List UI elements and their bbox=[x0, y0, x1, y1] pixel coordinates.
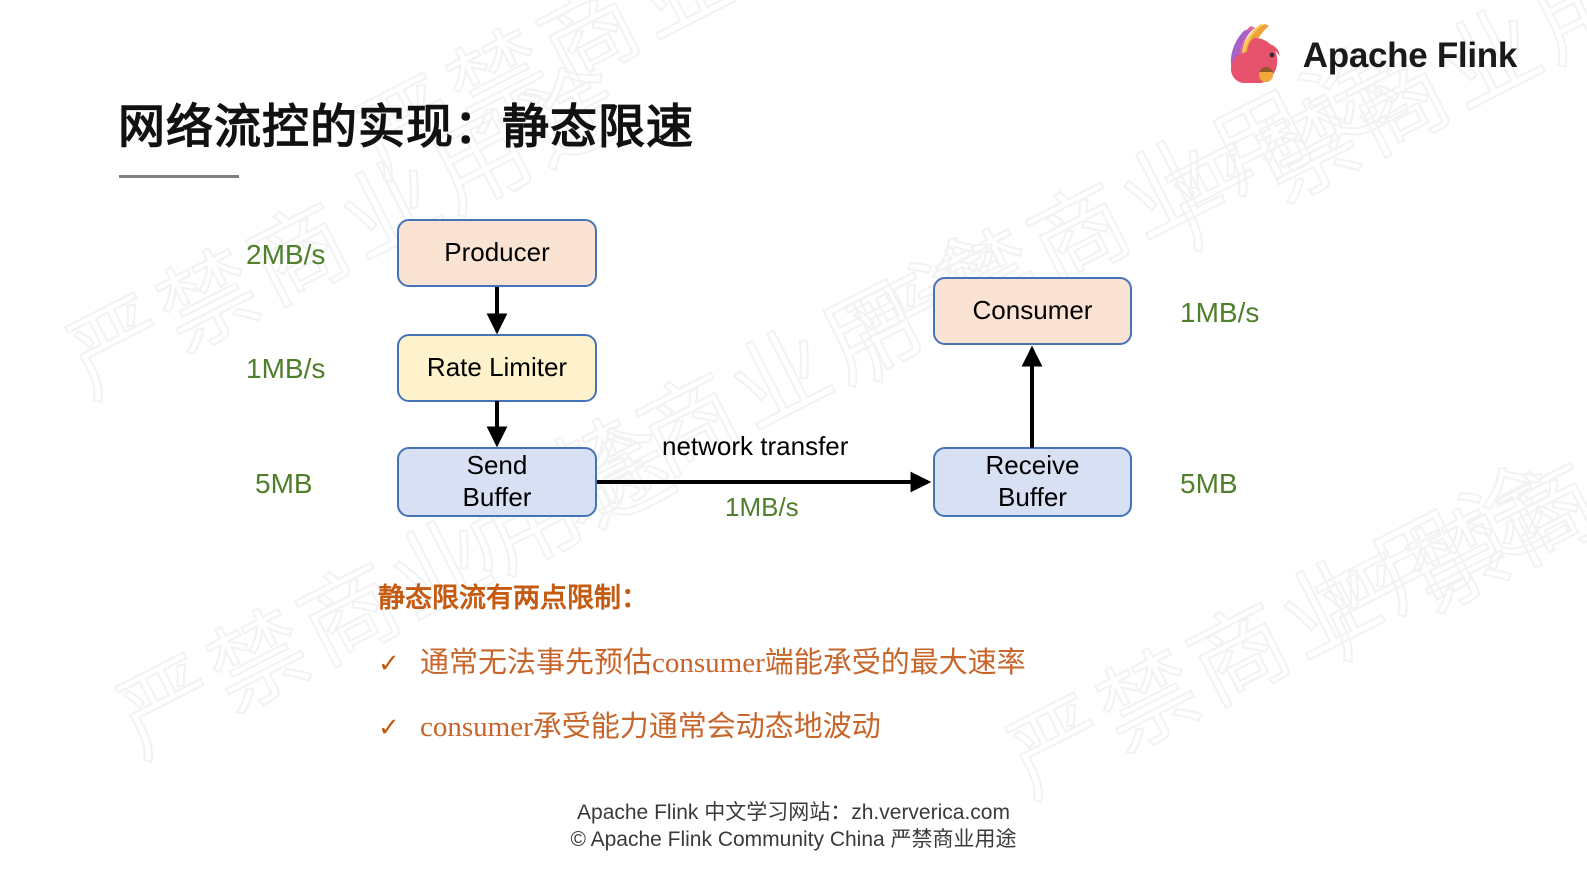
node-consumer-label: Consumer bbox=[972, 295, 1093, 326]
node-producer-label: Producer bbox=[444, 237, 550, 268]
label-producer-rate: 2MB/s bbox=[246, 239, 326, 270]
label-network-transfer: network transfer bbox=[662, 431, 849, 461]
list-item: ✓ 通常无法事先预估consumer端能承受的最大速率 bbox=[378, 639, 1026, 681]
label-rate-limiter-rate: 1MB/s bbox=[246, 353, 326, 384]
page-title: 网络流控的实现：静态限速 bbox=[118, 100, 694, 153]
notes-block: 静态限流有两点限制： ✓ 通常无法事先预估consumer端能承受的最大速率 ✓… bbox=[378, 576, 1026, 767]
list-item: ✓ consumer承受能力通常会动态地波动 bbox=[378, 703, 1026, 745]
footer-line-site: Apache Flink 中文学习网站：zh.ververica.com bbox=[577, 801, 1010, 824]
flink-squirrel-icon bbox=[1230, 24, 1280, 83]
list-item-label: 通常无法事先预估consumer端能承受的最大速率 bbox=[420, 647, 1026, 679]
check-icon: ✓ bbox=[378, 713, 400, 743]
brand-name: Apache Flink bbox=[1302, 36, 1518, 75]
node-receive-buffer-label-line1: Receive bbox=[985, 450, 1080, 481]
node-send-buffer[interactable]: Send Buffer bbox=[397, 447, 597, 517]
title-divider bbox=[119, 175, 239, 178]
label-send-buffer-size: 5MB bbox=[255, 468, 313, 499]
brand-logo: Apache Flink bbox=[1225, 20, 1517, 92]
node-rate-limiter-label: Rate Limiter bbox=[426, 352, 568, 383]
label-consumer-rate: 1MB/s bbox=[1180, 297, 1260, 328]
label-receive-buffer-size: 5MB bbox=[1180, 468, 1238, 499]
notes-heading: 静态限流有两点限制： bbox=[378, 583, 648, 613]
node-send-buffer-label-line1: Send bbox=[466, 450, 528, 481]
footer-line-copyright: © Apache Flink Community China 严禁商业用途 bbox=[570, 827, 1017, 851]
slide-footer: Apache Flink 中文学习网站：zh.ververica.com © A… bbox=[0, 800, 1587, 854]
node-receive-buffer-label-line2: Buffer bbox=[998, 482, 1067, 512]
list-item-label: consumer承受能力通常会动态地波动 bbox=[420, 711, 881, 743]
check-icon: ✓ bbox=[378, 649, 400, 679]
node-consumer[interactable]: Consumer bbox=[933, 277, 1132, 345]
node-send-buffer-label-line2: Buffer bbox=[462, 482, 532, 512]
node-producer[interactable]: Producer bbox=[397, 219, 597, 287]
label-network-rate: 1MB/s bbox=[725, 492, 799, 522]
node-receive-buffer[interactable]: Receive Buffer bbox=[933, 447, 1132, 517]
